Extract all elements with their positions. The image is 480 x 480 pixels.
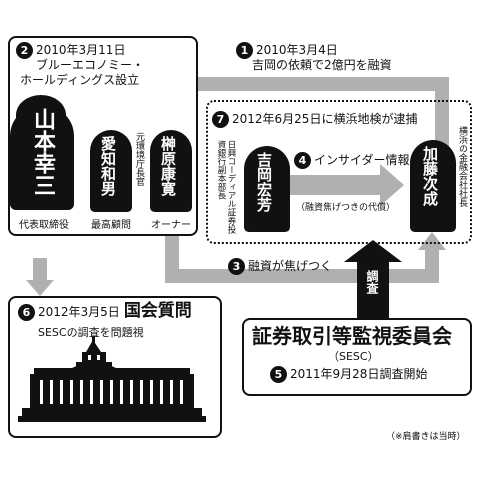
arrow-investigation-head [344, 240, 402, 262]
step6-title: 国会質問 [123, 301, 192, 321]
step5-text: 2011年9月28日調査開始 [290, 367, 428, 381]
aichi-role: 最高顧問 [91, 220, 131, 231]
sakakibara-role: オーナー [151, 220, 191, 231]
yoshioka-name: 吉岡宏芳 [255, 152, 273, 212]
yamamoto-name: 山本幸三 [30, 108, 55, 196]
step1-text: 吉岡の依頼で2億円を融資 [252, 58, 392, 72]
aichi-title: 元環境庁長官 [134, 132, 144, 186]
step6-sub: SESCの調査を問題視 [38, 326, 144, 339]
footnote: （※肩書きは当時） [386, 432, 466, 442]
step2-date: 2010年3月11日 [36, 43, 126, 57]
arrow-diet-body [33, 258, 47, 282]
step5-number: 5 [270, 366, 287, 383]
arrow-insider-body [290, 175, 382, 195]
sesc-abbr: （SESC） [328, 350, 379, 363]
arrow-insider-head [380, 164, 404, 206]
step4-number: 4 [294, 152, 311, 169]
step7-number: 7 [212, 111, 229, 128]
arrow-default-head [418, 232, 446, 250]
arrest-box [206, 100, 472, 244]
step7-text: 2012年6月25日に横浜地検が逮捕 [232, 112, 418, 126]
arrow-diet-head [26, 280, 54, 296]
kato-title: 横浜の金融会社社長 [457, 126, 467, 207]
yoshioka-title: 日興コーディアル証券投資銀行副本部長 [216, 140, 236, 234]
kato-body [410, 140, 456, 232]
step4-text: インサイダー情報 [314, 153, 410, 167]
step6-date: 2012年3月5日 [38, 305, 120, 319]
step4-sub: （融資焦げつきの代償） [296, 203, 396, 213]
yamamoto-body [10, 106, 74, 210]
step2-line2: ブルーエコノミー・ [36, 58, 145, 72]
sakakibara-body [150, 130, 192, 212]
sesc-box [242, 318, 472, 396]
arrow-investigation-body [357, 260, 389, 318]
yoshioka-body [244, 146, 290, 232]
step3-number: 3 [228, 258, 245, 275]
step2-line3: ホールディングス設立 [20, 73, 140, 87]
step2-number: 2 [16, 42, 33, 59]
step3-text: 融資が焦げつく [248, 259, 333, 273]
investigation-label: 調査 [365, 270, 379, 294]
aichi-name: 愛知和男 [99, 136, 117, 196]
step6-number: 6 [18, 304, 35, 321]
step1-date: 2010年3月4日 [256, 43, 338, 57]
sakakibara-name: 榊原康寛 [159, 136, 177, 196]
kato-name: 加藤次成 [421, 146, 439, 206]
aichi-body [90, 130, 132, 212]
sesc-title: 証券取引等監視委員会 [252, 324, 452, 348]
arrow-default [165, 236, 439, 283]
step1-number: 1 [236, 42, 253, 59]
yamamoto-role: 代表取締役 [19, 220, 69, 231]
